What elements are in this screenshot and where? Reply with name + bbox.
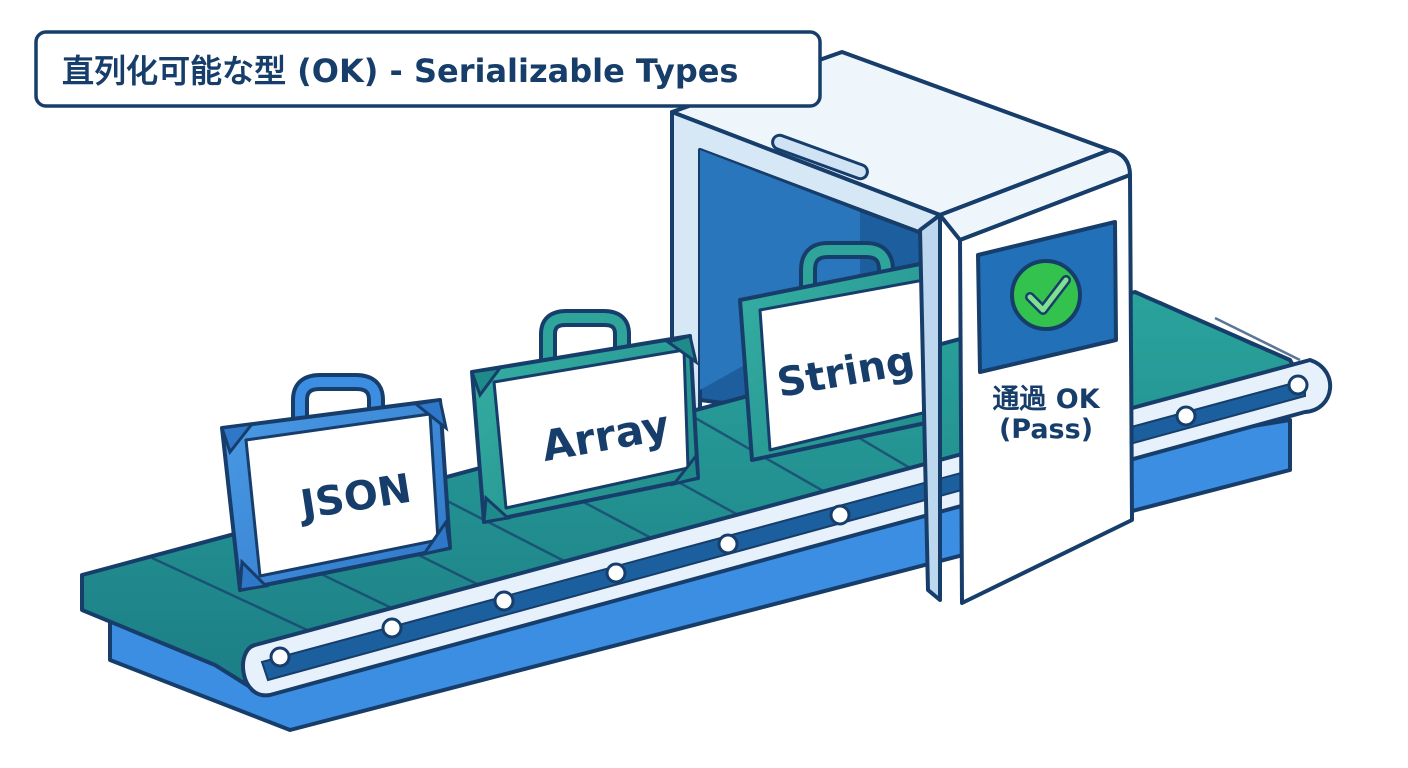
- suitcase-array: [469, 309, 700, 524]
- page-title: 直列化可能な型 (OK) - Serializable Types: [62, 52, 738, 90]
- scanner-front: [918, 148, 1134, 605]
- suitcase-json: [220, 373, 452, 592]
- scanner-status-line2: (Pass): [999, 414, 1093, 445]
- suitcase-string: [738, 241, 942, 462]
- belt-rivets: [269, 374, 1309, 668]
- check-circle-icon: [1010, 259, 1082, 331]
- title-box: [34, 30, 822, 108]
- scanner-status-line1: 通過 OK: [992, 384, 1100, 415]
